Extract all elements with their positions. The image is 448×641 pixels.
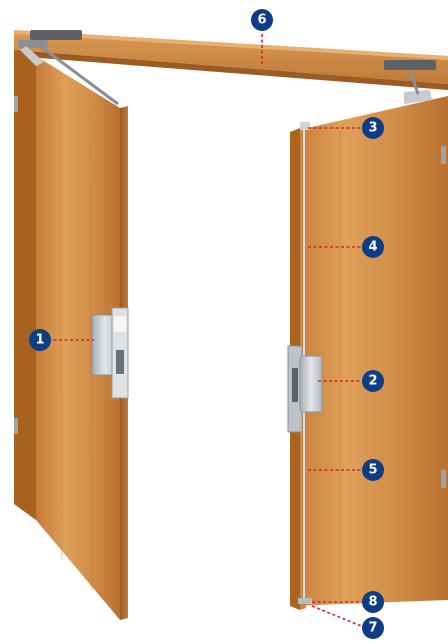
marker-5-label: 5	[368, 463, 377, 478]
marker-6-label: 6	[257, 13, 266, 28]
marker-1-label: 1	[35, 333, 44, 348]
marker-1: 1	[29, 329, 51, 351]
marker-3: 3	[362, 117, 384, 139]
right-door-leaf	[290, 96, 448, 610]
marker-2: 2	[362, 370, 384, 392]
marker-8: 8	[362, 591, 384, 613]
marker-5: 5	[362, 459, 384, 481]
marker-8-label: 8	[368, 595, 377, 610]
marker-2-label: 2	[368, 374, 377, 389]
marker-7-label: 7	[368, 621, 377, 636]
marker-6: 6	[251, 9, 273, 31]
marker-4: 4	[362, 236, 384, 258]
floor-strike	[298, 598, 312, 604]
leader-7	[312, 606, 366, 628]
marker-7: 7	[362, 617, 384, 639]
marker-3-label: 3	[368, 121, 377, 136]
marker-4-label: 4	[368, 240, 377, 255]
